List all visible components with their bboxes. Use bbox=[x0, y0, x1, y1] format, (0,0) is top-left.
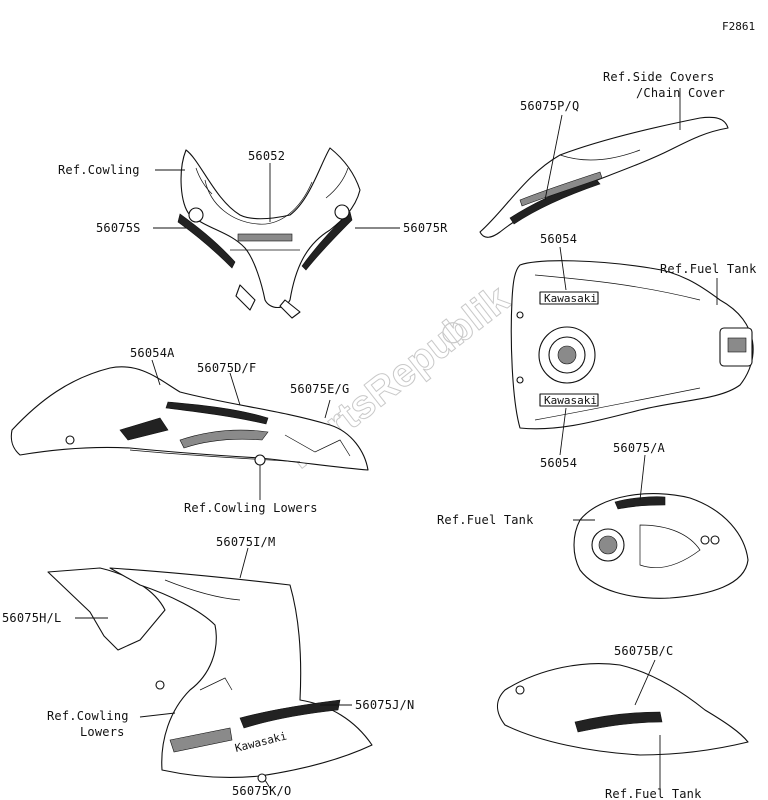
label-ref-chain-cover: /Chain Cover bbox=[636, 86, 725, 100]
label-ref-fuel-tank-2: Ref.Fuel Tank bbox=[437, 513, 534, 527]
label-56075JN: 56075J/N bbox=[355, 698, 414, 712]
label-56075IM: 56075I/M bbox=[216, 535, 275, 549]
fuel-tank-top-part: Kawasaki Kawasaki bbox=[510, 260, 754, 430]
tank-decal-text-lower: Kawasaki bbox=[544, 394, 597, 407]
label-56054-top: 56054 bbox=[540, 232, 577, 246]
label-56075PQ: 56075P/Q bbox=[520, 99, 579, 113]
label-56052: 56052 bbox=[248, 149, 285, 163]
tail-side-cover-part bbox=[479, 116, 729, 238]
callout-labels: Ref.Side Covers /Chain Cover 56075P/Q 56… bbox=[2, 70, 757, 800]
label-56075KO: 56075K/O bbox=[232, 784, 291, 798]
label-56054A: 56054A bbox=[130, 346, 175, 360]
label-ref-cowling-lowers-2b: Lowers bbox=[80, 725, 125, 739]
tank-decal-text-upper: Kawasaki bbox=[544, 292, 597, 305]
fuel-tank-side-part bbox=[573, 493, 749, 599]
label-ref-cowling: Ref.Cowling bbox=[58, 163, 140, 177]
label-56075A: 56075/A bbox=[613, 441, 666, 455]
lower-fairing-part: Kawasaki bbox=[47, 567, 373, 783]
label-56075S: 56075S bbox=[96, 221, 141, 235]
upper-cowling-part bbox=[177, 147, 361, 319]
label-ref-fuel-tank-3: Ref.Fuel Tank bbox=[605, 787, 702, 800]
gear-icon bbox=[442, 322, 464, 344]
label-56075EG: 56075E/G bbox=[290, 382, 349, 396]
leader-lines bbox=[75, 88, 718, 790]
label-56075DF: 56075D/F bbox=[197, 361, 256, 375]
label-ref-cowling-lowers-2a: Ref.Cowling bbox=[47, 709, 129, 723]
label-56054-bottom: 56054 bbox=[540, 456, 577, 470]
label-ref-cowling-lowers-1: Ref.Cowling Lowers bbox=[184, 501, 318, 515]
figure-code: F2861 bbox=[722, 20, 755, 33]
label-56075R: 56075R bbox=[403, 221, 448, 235]
label-56075HL: 56075H/L bbox=[2, 611, 61, 625]
lower-tank-side-part bbox=[496, 663, 749, 756]
label-56075BC: 56075B/C bbox=[614, 644, 673, 658]
side-cowl-part bbox=[10, 366, 369, 471]
label-ref-side-covers: Ref.Side Covers bbox=[603, 70, 714, 84]
label-ref-fuel-tank-1: Ref.Fuel Tank bbox=[660, 262, 757, 276]
